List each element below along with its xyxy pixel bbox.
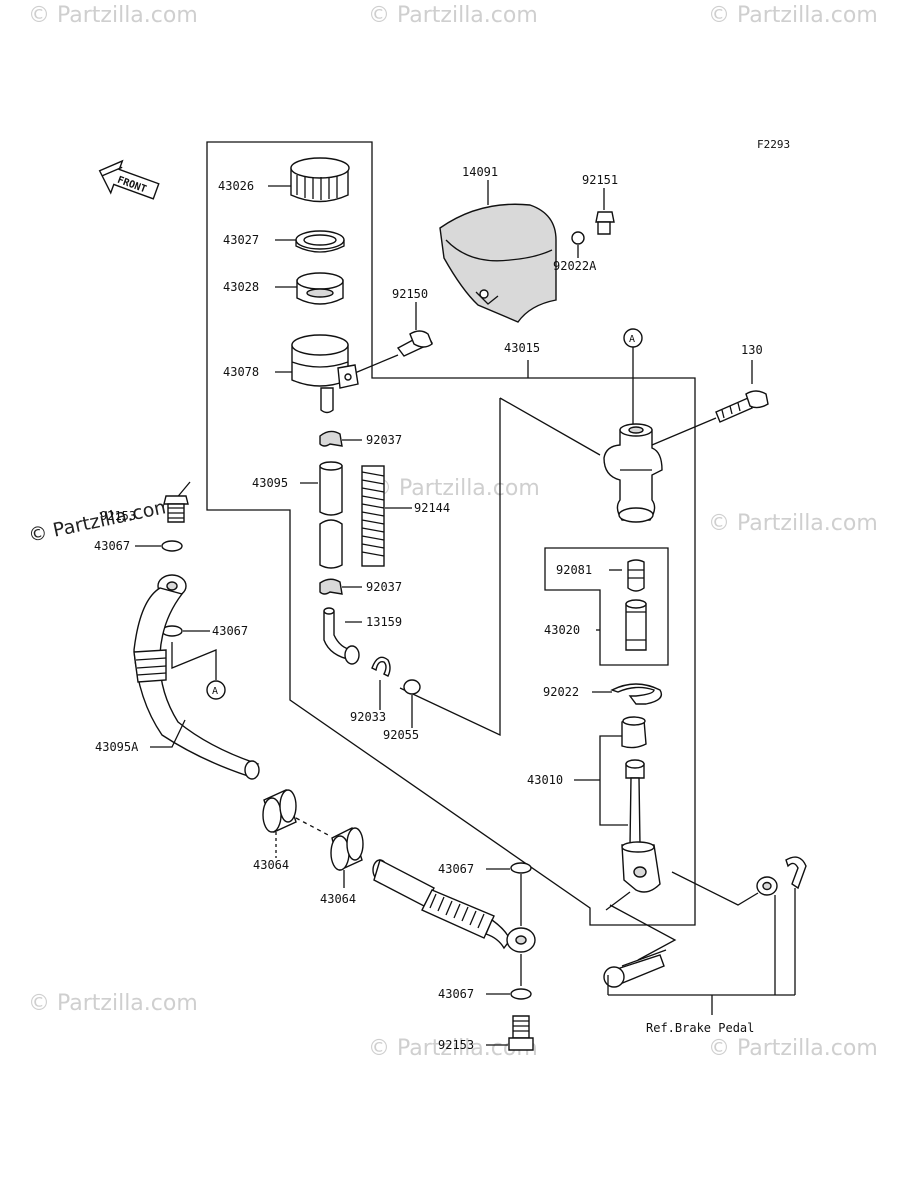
part-label-92022: 92022 — [543, 685, 579, 699]
part-label-43064: 43064 — [253, 858, 289, 872]
watermark: © Partzilla.com — [708, 1036, 878, 1061]
part-label-43095A: 43095A — [95, 740, 139, 754]
callout-a-top: A — [623, 328, 643, 430]
part-label-92150: 92150 — [392, 287, 428, 301]
hose-43095 — [319, 461, 343, 569]
piston-43020 — [625, 603, 647, 651]
watermark: © Partzilla.com — [708, 3, 878, 28]
watermark: © Partzilla.com — [370, 476, 540, 501]
part-label-13159: 13159 — [366, 615, 402, 629]
cap-43026 — [290, 157, 350, 203]
part-label-92037: 92037 — [366, 433, 402, 447]
part-label-92144: 92144 — [414, 501, 450, 515]
part-label-43078: 43078 — [223, 365, 259, 379]
bracket-43010 — [599, 735, 628, 826]
part-label-43067: 43067 — [94, 539, 130, 553]
part-label-43067: 43067 — [212, 624, 248, 638]
part-label-92033: 92033 — [350, 710, 386, 724]
cotter-pin — [785, 856, 807, 890]
spring-92144 — [361, 465, 385, 567]
part-label-92037: 92037 — [366, 580, 402, 594]
part-label-92081: 92081 — [556, 563, 592, 577]
grommet-43064-b — [330, 827, 364, 871]
diaphragm-43028 — [296, 272, 344, 305]
part-label-43027: 43027 — [223, 233, 259, 247]
plate-43027 — [295, 230, 345, 253]
master-cylinder-body — [603, 423, 663, 523]
cover-14091 — [439, 203, 557, 323]
clamp-92037-top — [319, 430, 343, 447]
ref-brake-pedal-label: Ref.Brake Pedal — [646, 1021, 754, 1035]
watermark: © Partzilla.com — [28, 3, 198, 28]
part-label-14091: 14091 — [462, 165, 498, 179]
part-label-43067: 43067 — [438, 987, 474, 1001]
washer-43067-d — [510, 988, 532, 1000]
part-label-43067: 43067 — [438, 862, 474, 876]
part-label-130: 130 — [741, 343, 763, 357]
spring-92081 — [627, 559, 645, 592]
banjo-bolt-92153-bottom — [508, 1015, 534, 1051]
watermark: © Partzilla.com — [28, 991, 198, 1016]
figure-code: F2293 — [757, 138, 790, 151]
circlip-92022 — [610, 683, 663, 705]
part-label-92022A: 92022A — [553, 259, 597, 273]
inner-outline — [399, 397, 601, 737]
part-label-43095: 43095 — [252, 476, 288, 490]
hose-43095A — [133, 587, 260, 780]
callout-letter: A — [629, 334, 635, 345]
oring-92055 — [403, 679, 421, 695]
watermarks: © Partzilla.com © Partzilla.com © Partzi… — [26, 3, 877, 1061]
watermark: © Partzilla.com — [708, 511, 878, 536]
washer-43067-a — [161, 540, 183, 552]
clevis-pin — [603, 949, 667, 988]
banjo-bolt-92153-top — [163, 495, 189, 523]
bracket-43020 — [544, 547, 669, 666]
part-label-43028: 43028 — [223, 280, 259, 294]
part-label-92153: 92153 — [100, 509, 136, 523]
brake-hose-lower — [372, 858, 511, 950]
part-label-43026: 43026 — [218, 179, 254, 193]
part-label-92153: 92153 — [438, 1038, 474, 1052]
clamp-92037-bottom — [319, 578, 343, 595]
callout-letter: A — [212, 686, 218, 697]
part-label-92151: 92151 — [582, 173, 618, 187]
part-label-43010: 43010 — [527, 773, 563, 787]
fitting-13159 — [323, 607, 360, 665]
assembly-outline — [206, 141, 696, 926]
grommet-43064-a — [262, 789, 297, 833]
part-label-92055: 92055 — [383, 728, 419, 742]
front-arrow-icon: FRONT — [98, 159, 160, 200]
ring-92033 — [371, 656, 391, 677]
bolt-130 — [715, 390, 769, 423]
watermark: © Partzilla.com — [368, 3, 538, 28]
reservoir-43078 — [291, 334, 359, 414]
part-labels: 43026 43027 43028 43078 14091 92151 9202… — [94, 165, 763, 1052]
part-label-43020: 43020 — [544, 623, 580, 637]
part-label-43015: 43015 — [504, 341, 540, 355]
washer-43067-c — [510, 862, 532, 874]
part-label-43064: 43064 — [320, 892, 356, 906]
